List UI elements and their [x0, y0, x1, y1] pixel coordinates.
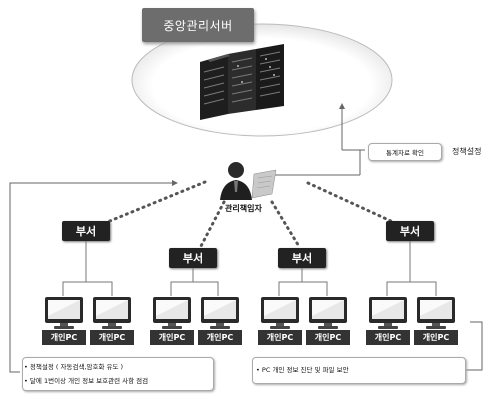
bullet-icon: • — [256, 366, 260, 374]
pc-label: 개인PC — [150, 330, 194, 345]
notes-right-box — [252, 357, 466, 384]
policy-label: 정책설정 — [452, 147, 482, 156]
left-bracket-line — [9, 180, 178, 373]
monitor-icon — [417, 297, 455, 329]
monitor-icon — [93, 297, 131, 329]
note-left-2: • 달에 1번이상 개인 정보 보호관련 사항 점검 — [24, 377, 149, 385]
manager-icon — [220, 162, 277, 200]
pc-label: 개인PC — [366, 330, 410, 345]
pc-unit: 개인PC — [306, 296, 350, 345]
note-right-1: • PC 개인 정보 진단 및 파일 보안 — [256, 366, 349, 374]
pc-unit: 개인PC — [414, 296, 458, 345]
monitor-icon — [369, 297, 407, 329]
stats-box: 통계자료 확인 — [368, 143, 442, 161]
dots-to-dept-4 — [306, 181, 395, 224]
pc-label: 개인PC — [198, 330, 242, 345]
dots-to-dept-2 — [198, 200, 226, 250]
note-left-1: • 정책설정 ( 자동검색,암호화 유도 ) — [24, 363, 124, 371]
manager-label: 관리책임자 — [225, 204, 262, 213]
stats-label: 통계자료 확인 — [386, 149, 424, 157]
dots-to-dept-1 — [103, 180, 207, 225]
dept-3: 부서 — [278, 248, 326, 268]
notes-left-box — [22, 357, 214, 391]
pc-unit: 개인PC — [258, 296, 302, 345]
pc-unit: 개인PC — [90, 296, 134, 345]
monitor-icon — [309, 297, 347, 329]
pc-label: 개인PC — [90, 330, 134, 345]
dots-to-dept-3 — [270, 200, 302, 250]
pc-label: 개인PC — [42, 330, 86, 345]
pc-unit: 개인PC — [150, 296, 194, 345]
dept-2: 부서 — [169, 248, 217, 268]
dept-4: 부서 — [386, 221, 434, 241]
monitor-icon — [45, 297, 83, 329]
server-title: 중앙관리서버 — [142, 8, 254, 42]
pc-unit: 개인PC — [366, 296, 410, 345]
monitor-icon — [201, 297, 239, 329]
dept-1: 부서 — [62, 221, 110, 241]
monitor-icon — [153, 297, 191, 329]
pc-unit: 개인PC — [42, 296, 86, 345]
pc-label: 개인PC — [306, 330, 350, 345]
right-bracket-line — [465, 321, 483, 371]
server-rack-icon — [200, 44, 284, 120]
bullet-icon: • — [24, 363, 28, 371]
bullet-icon: • — [24, 377, 28, 385]
pc-label: 개인PC — [414, 330, 458, 345]
monitor-icon — [261, 297, 299, 329]
pc-unit: 개인PC — [198, 296, 242, 345]
pc-label: 개인PC — [258, 330, 302, 345]
